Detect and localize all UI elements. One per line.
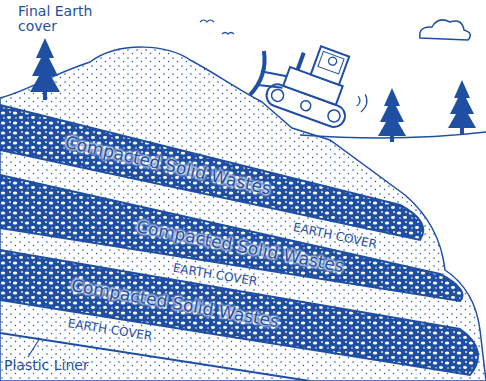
bulldozer-cab (311, 46, 349, 84)
cab-window (318, 51, 344, 74)
tree-crown (378, 88, 406, 136)
track-wheel (270, 88, 285, 103)
motion-lines (353, 92, 369, 113)
plastic-liner (0, 333, 310, 381)
liner-label: Plastic Liner (4, 358, 89, 373)
cloud (420, 20, 471, 40)
tree-crown (30, 38, 60, 92)
blade-arm (256, 67, 287, 93)
tree-crown (448, 80, 476, 128)
earth-cover-fill (0, 47, 486, 381)
waste-layer (0, 250, 478, 375)
bird (222, 33, 234, 35)
tree-trunk (43, 92, 47, 100)
exhaust-pipe (296, 52, 306, 70)
tree (378, 88, 406, 142)
tree-trunk (460, 128, 464, 134)
driver (327, 56, 337, 66)
tree (30, 38, 60, 100)
leader-line (28, 338, 40, 357)
bird (200, 20, 214, 22)
tree (448, 80, 476, 134)
track-wheel (299, 99, 312, 112)
track-wheel (326, 108, 341, 123)
bulldozer-blade (248, 51, 270, 96)
tree-trunk (390, 136, 394, 142)
bulldozer (248, 29, 380, 136)
cover-label: Final Earth cover (18, 4, 113, 33)
